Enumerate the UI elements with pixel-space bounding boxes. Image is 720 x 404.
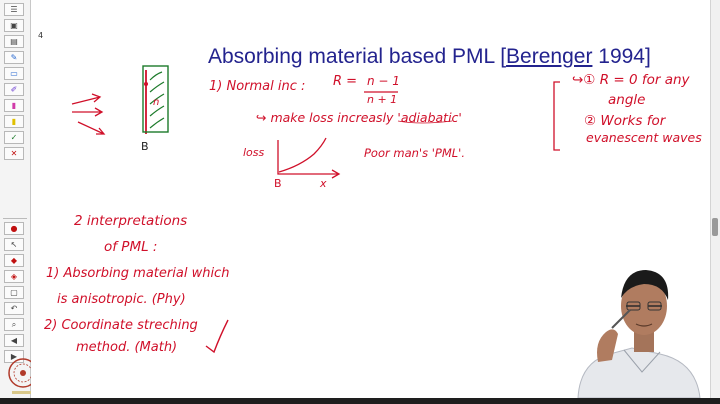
toolbar-separator xyxy=(3,218,27,219)
graph-y-label: loss xyxy=(243,146,265,159)
drawing-toolbar: ☰ ▣ ▤ ✎ ▭ ✐ ▮ ▮ ✓ ✕ ● ↖ ◆ ◈ ▢ ↶ ⌕ ◀ ▶ xyxy=(0,0,31,404)
adiabatic-underline xyxy=(397,120,453,124)
zoom-icon[interactable]: ▢ xyxy=(4,286,24,299)
note-interpretations: 2 interpretations xyxy=(74,213,188,229)
note-coordinate-stretching: 2) Coordinate streching xyxy=(44,318,198,333)
title-prefix: Absorbing material based PML [ xyxy=(208,45,507,68)
bracket xyxy=(553,81,560,151)
note-angle: angle xyxy=(608,92,646,108)
note-absorbing-material: 1) Absorbing material which xyxy=(46,266,230,281)
note-evanescent: evanescent waves xyxy=(586,130,702,145)
color-pink-icon[interactable]: ▮ xyxy=(4,99,24,112)
prev-page-icon[interactable]: ◀ xyxy=(4,334,24,347)
pen-blue-icon[interactable]: ✐ xyxy=(4,83,24,96)
slab-label-n: n xyxy=(153,97,160,108)
check-icon[interactable]: ✓ xyxy=(4,131,24,144)
note-r-zero: ↪① R = 0 for any xyxy=(572,72,690,88)
vertical-scrollbar[interactable] xyxy=(710,0,720,404)
note-poor-mans: Poor man's 'PML'. xyxy=(364,146,465,160)
pen-icon[interactable]: ✎ xyxy=(4,51,24,64)
whiteboard-canvas[interactable] xyxy=(31,0,711,404)
fit-icon[interactable]: ⌕ xyxy=(4,318,24,331)
note-of-pml: of PML : xyxy=(104,239,158,255)
note-r-numerator: n − 1 xyxy=(367,74,400,88)
eraser-icon[interactable]: ◆ xyxy=(4,254,24,267)
scrollbar-thumb[interactable] xyxy=(712,218,718,236)
note-adiabatic: ↪ make loss increasly 'adiabatic' xyxy=(256,110,462,125)
presenter-video xyxy=(577,270,701,398)
loss-graph xyxy=(277,137,341,179)
graph-origin-label: B xyxy=(274,177,282,190)
eraser-alt-icon[interactable]: ◈ xyxy=(4,270,24,283)
note-method: method. (Math) xyxy=(76,340,178,355)
page-number: 4 xyxy=(38,31,44,40)
slab-label-b: B xyxy=(141,140,149,153)
pointer-icon[interactable]: ↖ xyxy=(4,238,24,251)
note-normal-inc: 1) Normal inc : xyxy=(209,79,306,94)
note-works-for: ② Works for xyxy=(584,113,666,129)
note-anisotropic: is anisotropic. (Phy) xyxy=(57,292,186,307)
title-author: Berenger xyxy=(506,45,593,68)
note-r-equals: R = xyxy=(333,74,358,89)
clear-icon[interactable]: ✕ xyxy=(4,147,24,160)
undo-icon[interactable]: ↶ xyxy=(4,302,24,315)
note-r-denominator: n + 1 xyxy=(367,93,398,106)
save-as-icon[interactable]: ▤ xyxy=(4,35,24,48)
incident-wave-arrows xyxy=(71,93,106,135)
highlighter-icon[interactable]: ▭ xyxy=(4,67,24,80)
check-mark xyxy=(205,319,229,354)
bottom-status-bar xyxy=(0,398,720,404)
save-icon[interactable]: ▣ xyxy=(4,19,24,32)
slide-title: Absorbing material based PML [Berenger 1… xyxy=(208,45,651,69)
graph-x-label: x xyxy=(320,177,327,190)
absorber-slab xyxy=(142,65,169,134)
title-suffix: 1994] xyxy=(592,45,651,68)
color-yellow-icon[interactable]: ▮ xyxy=(4,115,24,128)
mouse-icon[interactable]: ☰ xyxy=(4,3,24,16)
red-disk-icon[interactable]: ● xyxy=(4,222,24,235)
